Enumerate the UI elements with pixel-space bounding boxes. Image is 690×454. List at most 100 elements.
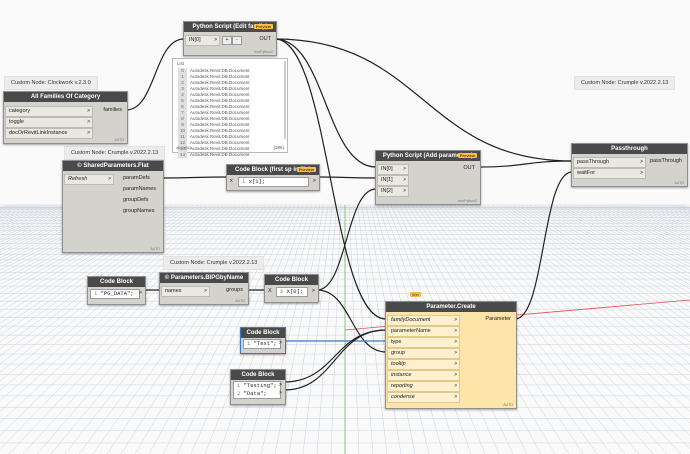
- preview-scrollbar[interactable]: [284, 61, 286, 139]
- preview-row-value: Autodesk.Revit.DB.Document: [190, 104, 250, 109]
- input-port-parametername[interactable]: parameterName>: [387, 326, 460, 337]
- output-port-groupdefs[interactable]: groupDefs: [123, 197, 149, 203]
- port-arrow-icon: >: [454, 339, 457, 345]
- port-arrow-icon: >: [87, 119, 90, 125]
- preview-row-value: Autodesk.Revit.DB.Document: [190, 140, 250, 145]
- node-title: Code Block (first sp in file)Preview: [227, 165, 319, 175]
- input-port-type[interactable]: type>: [387, 337, 460, 348]
- input-port-passthrough[interactable]: passThrough>: [573, 157, 646, 168]
- port-arrow-icon: >: [403, 188, 406, 194]
- preview-row-index: 4: [178, 92, 187, 98]
- node-title: Python Script (Add parameters)Preview: [376, 151, 480, 161]
- node-code-block-x0[interactable]: Code Block X 1 X[0]; >: [264, 274, 319, 303]
- preview-row-index: 8: [178, 116, 187, 122]
- code-editor[interactable]: 1 x[1];: [238, 177, 309, 187]
- output-port-families[interactable]: families: [103, 107, 122, 113]
- output-port-parameter[interactable]: Parameter: [485, 316, 511, 322]
- preview-row-value: Autodesk.Revit.DB.Document: [190, 86, 250, 91]
- input-port-tooltip[interactable]: tooltip>: [387, 359, 460, 370]
- input-port-toggle[interactable]: toggle>: [5, 117, 93, 128]
- input-port-doc[interactable]: docOrRevitLinkInstance>: [5, 128, 93, 139]
- node-foot: IronPython2: [458, 199, 477, 203]
- input-port-familydocument[interactable]: familyDocument>: [387, 315, 460, 326]
- node-code-block-first-sp[interactable]: Code Block (first sp in file)Preview x 1…: [226, 164, 320, 191]
- input-port-group[interactable]: group>: [387, 348, 460, 359]
- port-arrow-icon: >: [87, 130, 90, 136]
- node-title: Code Block: [231, 370, 285, 380]
- input-port-category[interactable]: category>: [5, 106, 93, 117]
- node-code-block-text[interactable]: Code Block 1 "Text"; >: [240, 327, 286, 354]
- add-input-button[interactable]: +: [222, 36, 232, 45]
- output-port-out[interactable]: OUT: [259, 36, 271, 42]
- preview-row-index: 5: [178, 98, 187, 104]
- node-code-block-testing-data[interactable]: Code Block 1 "Testing";2 "Data"; > >: [230, 369, 286, 405]
- port-arrow-icon: >: [204, 288, 207, 294]
- port-arrow-icon: >: [278, 340, 282, 346]
- output-port-paramdefs[interactable]: paramDefs: [123, 175, 150, 181]
- port-arrow-icon: >: [311, 288, 315, 294]
- node-code-block-pg-data[interactable]: Code Block 1 "PG_DATA"; >: [87, 276, 146, 305]
- port-arrow-icon: >: [87, 108, 90, 114]
- code-editor[interactable]: 1 "Testing";2 "Data";: [233, 381, 281, 399]
- code-editor[interactable]: 1 "Text";: [243, 339, 281, 349]
- warning-badge: Win: [410, 292, 421, 297]
- node-title: Passthrough: [572, 144, 687, 154]
- note-clockwork[interactable]: Custom Node: Clockwork v.2.3.0: [4, 76, 98, 90]
- node-shared-parameters-flat[interactable]: © SharedParameters.Flat Refresh> paramDe…: [62, 160, 164, 253]
- input-port-condense[interactable]: condense>: [387, 392, 460, 403]
- output-port-paramnames[interactable]: paramNames: [123, 186, 157, 192]
- input-port-in1[interactable]: IN[1]>: [377, 175, 409, 186]
- note-crumple-passthrough[interactable]: Custom Node: Crumple v.2022.2.13: [574, 76, 676, 90]
- port-arrow-icon: >: [454, 372, 457, 378]
- output-port-out[interactable]: OUT: [463, 165, 475, 171]
- port-arrow-icon: >: [454, 328, 457, 334]
- port-arrow-icon: >: [454, 361, 457, 367]
- preview-row-index: 0: [178, 68, 187, 74]
- note-crumple-bip[interactable]: Custom Node: Crumple v.2022.2.13: [163, 256, 265, 270]
- preview-row-value: Autodesk.Revit.DB.Document: [190, 80, 250, 85]
- port-arrow-icon: >: [454, 383, 457, 389]
- remove-input-button[interactable]: -: [232, 36, 242, 45]
- output-port-groupnames[interactable]: groupNames: [123, 208, 155, 214]
- node-all-families-of-category[interactable]: All Families Of Category category> toggl…: [3, 91, 128, 144]
- input-port-in0[interactable]: IN[0]>: [185, 35, 220, 46]
- preview-row-index: 7: [178, 110, 187, 116]
- port-arrow-icon: >: [108, 176, 111, 182]
- output-port-passthrough[interactable]: passThrough: [649, 158, 682, 164]
- input-port-refresh[interactable]: Refresh>: [64, 174, 114, 185]
- output-port-groups[interactable]: groups: [226, 287, 243, 293]
- node-parameter-create[interactable]: Parameter.Create Win familyDocument> par…: [385, 292, 517, 409]
- input-port-instance[interactable]: instance>: [387, 370, 460, 381]
- preview-row-index: 11: [178, 134, 187, 140]
- node-title: © Parameters.BIPGbyName: [160, 273, 248, 283]
- node-passthrough[interactable]: Passthrough passThrough> waitFor> passTh…: [571, 143, 688, 187]
- code-input-x[interactable]: x: [230, 178, 233, 184]
- code-input-x[interactable]: X: [268, 288, 272, 294]
- node-python-edit-family[interactable]: Python Script (Edit family)Preview IN[0]…: [183, 21, 277, 56]
- input-port-in2[interactable]: IN[2]>: [377, 186, 409, 197]
- note-crumple-shared[interactable]: Custom Node: Crumple v.2022.2.13: [64, 146, 166, 160]
- preview-row-index: 14: [178, 152, 187, 158]
- code-editor[interactable]: 1 "PG_DATA";: [90, 289, 140, 299]
- preview-row-value: Autodesk.Revit.DB.Document: [190, 98, 250, 103]
- port-arrow-icon: >: [278, 382, 282, 388]
- node-python-add-parameters[interactable]: Python Script (Add parameters)Preview IN…: [375, 150, 481, 205]
- input-port-names[interactable]: names>: [161, 286, 210, 297]
- input-port-in0[interactable]: IN[0]>: [377, 164, 409, 175]
- node-foot: AUTO: [150, 247, 160, 251]
- preview-row-value: Autodesk.Revit.DB.Document: [190, 152, 250, 157]
- node-title: Python Script (Edit family)Preview: [184, 22, 276, 32]
- input-port-reporting[interactable]: reporting>: [387, 381, 460, 392]
- input-port-waitfor[interactable]: waitFor>: [573, 168, 646, 179]
- code-editor[interactable]: 1 X[0];: [276, 287, 308, 297]
- node-parameters-bipgbyname[interactable]: © Parameters.BIPGbyName names> groups AU…: [159, 272, 249, 305]
